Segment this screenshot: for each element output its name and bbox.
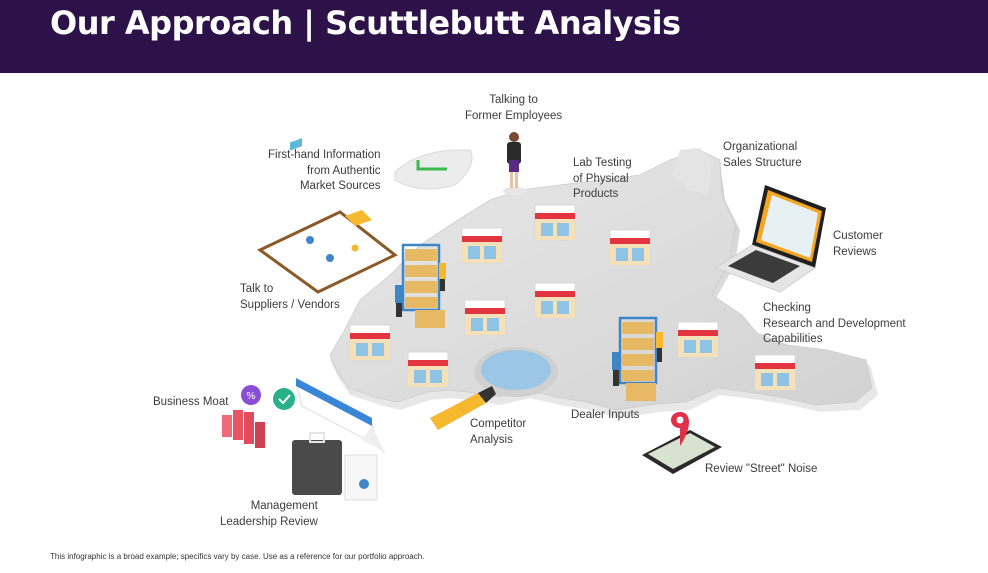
map-landmass	[329, 148, 878, 418]
store-icon	[677, 321, 719, 358]
label-line: Management	[250, 500, 318, 512]
check-badge-icon	[273, 388, 295, 410]
label-competitor-analysis: Competitor Analysis	[470, 417, 526, 448]
label-line: Former Employees	[465, 109, 563, 122]
label-line: Sales Structure	[723, 156, 802, 169]
label-line: Suppliers / Vendors	[240, 298, 340, 311]
label-line: Products	[573, 188, 619, 200]
label-management: Management Leadership Review	[220, 499, 318, 530]
label-line: First-hand Information	[268, 149, 381, 161]
page-title: Our Approach | Scuttlebutt Analysis	[50, 4, 681, 42]
store-icon	[534, 204, 576, 241]
label-line: Reviews	[833, 245, 877, 258]
warehouse-shelf-icon	[612, 316, 663, 401]
label-line: Talking to	[489, 94, 538, 106]
label-line: Dealer Inputs	[571, 409, 640, 421]
report-sheet-icon	[344, 454, 378, 501]
label-business-moat: Business Moat	[153, 395, 228, 411]
warehouse-shelf-icon	[395, 243, 446, 328]
store-icon	[754, 354, 796, 391]
header-bar: Our Approach | Scuttlebutt Analysis	[0, 0, 988, 73]
stores-group	[349, 204, 796, 391]
label-line: Review "Street" Noise	[705, 463, 818, 475]
label-line: Leadership Review	[220, 515, 318, 528]
label-line: Customer	[833, 230, 883, 242]
label-customer-reviews: Customer Reviews	[833, 229, 883, 260]
label-line: Talk to	[240, 283, 274, 295]
label-rd-capabilities: Checking Research and Development Capabi…	[763, 301, 906, 348]
store-icon	[609, 229, 651, 266]
footnote: This infographic is a broad example; spe…	[50, 552, 425, 561]
store-icon	[349, 324, 391, 361]
label-line: Capabilities	[763, 333, 823, 345]
label-street-noise: Review "Street" Noise	[705, 462, 817, 478]
label-line: from Authentic	[306, 164, 381, 177]
label-former-employees: Talking to Former Employees	[465, 93, 562, 124]
label-line: Checking	[763, 302, 811, 314]
store-icon	[464, 299, 506, 336]
label-line: Competitor	[470, 418, 527, 430]
label-lab-testing: Lab Testing of Physical Products	[573, 156, 632, 203]
label-dealer-inputs: Dealer Inputs	[571, 408, 639, 424]
businesswoman-icon	[503, 132, 527, 195]
label-line: Business Moat	[153, 396, 229, 408]
store-icon	[407, 351, 449, 388]
label-line: of Physical	[573, 172, 629, 185]
infographic-illustration: %	[222, 132, 878, 501]
label-line: Organizational	[723, 141, 798, 153]
calendar-icon	[295, 378, 386, 455]
store-icon	[534, 282, 576, 319]
phone-map-pin-icon	[642, 412, 722, 474]
briefcase-icon	[292, 432, 342, 495]
label-line: Lab Testing	[573, 157, 632, 169]
label-suppliers: Talk to Suppliers / Vendors	[240, 282, 340, 313]
shield-check-icon	[394, 149, 473, 190]
store-icon	[461, 227, 503, 264]
svg-text:%: %	[246, 391, 256, 402]
magnifying-glass-icon	[430, 347, 558, 430]
label-org-sales: Organizational Sales Structure	[723, 140, 802, 171]
label-firsthand-info: First-hand Information from Authentic Ma…	[268, 148, 381, 195]
percent-badge-icon: %	[241, 385, 261, 405]
laptop-dashboard-icon	[714, 185, 826, 293]
label-line: Analysis	[470, 433, 513, 446]
label-line: Research and Development	[763, 317, 906, 330]
bar-chart-icon	[222, 410, 265, 448]
clipboard-report-icon	[257, 138, 398, 294]
label-line: Market Sources	[299, 180, 381, 192]
